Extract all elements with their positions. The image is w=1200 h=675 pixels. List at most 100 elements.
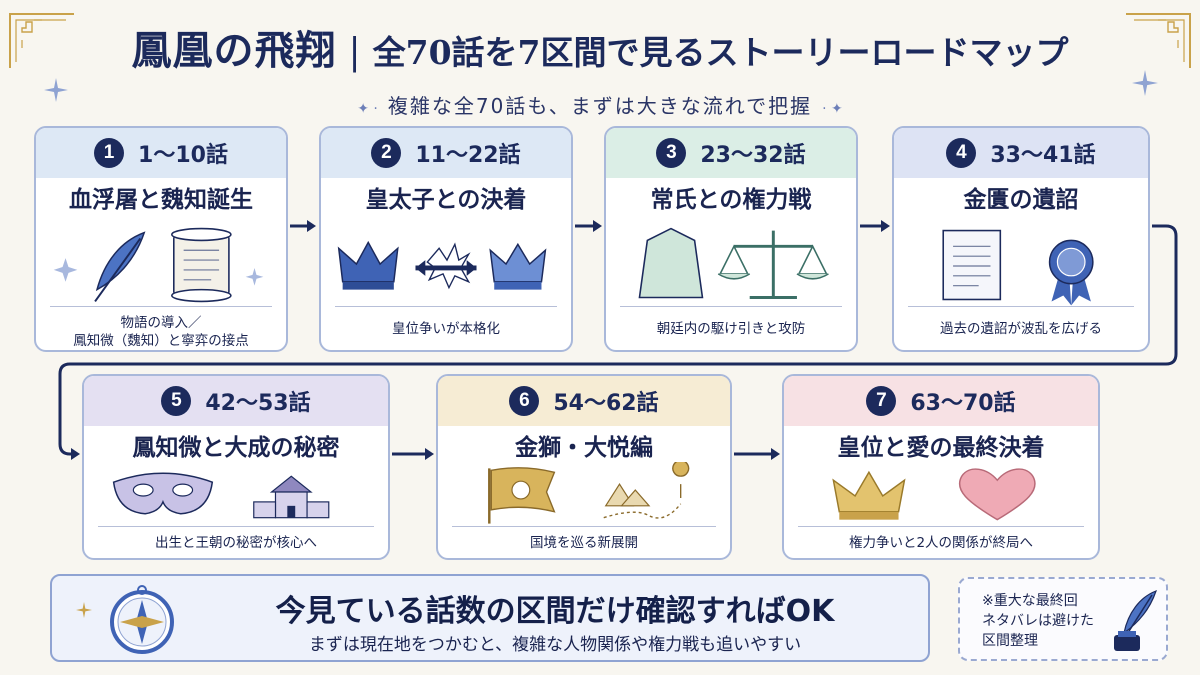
section-icons <box>638 227 829 299</box>
note-text: ※重大な最終回 ネタバレは避けた 区間整理 <box>982 591 1094 651</box>
section-header: 7 63〜70話 <box>784 376 1098 426</box>
section-range: 23〜32話 <box>700 143 806 168</box>
section-description: 朝廷内の駆け引きと攻防 <box>656 321 806 337</box>
crown-icon <box>337 240 399 290</box>
sparkle-icon <box>1132 70 1158 96</box>
section-number: 3 <box>656 138 687 168</box>
section-description: 出生と王朝の秘密が核心へ <box>155 535 317 551</box>
section-icons <box>53 227 264 303</box>
section-description: 過去の遺詔が波乱を広げる <box>940 321 1102 337</box>
section-icons <box>832 468 1036 521</box>
section-description: 皇位争いが本格化 <box>392 321 500 337</box>
section-card-1: 1 1〜10話 血浮屠と魏知誕生 物語の導入／ 鳳知微（魏知）と寧弈の接点 <box>34 126 288 352</box>
spoiler-note: ※重大な最終回 ネタバレは避けた 区間整理 <box>958 577 1168 661</box>
note-line: 区間整理 <box>982 633 1038 649</box>
bottom-banner: 今見ている話数の区間だけ確認すればOK まずは現在地をつかむと、複雑な人物関係や… <box>50 574 930 662</box>
section-range: 33〜41話 <box>990 143 1096 168</box>
heart-icon <box>958 468 1036 521</box>
shogi-piece-icon <box>638 227 704 299</box>
quill-icon <box>94 231 146 303</box>
section-number: 5 <box>161 386 192 416</box>
section-card-5: 5 42〜53話 鳳知微と大成の秘密 出生と王朝の秘密が核心へ <box>82 374 390 560</box>
sparkle-icon: ✦ · <box>357 101 378 117</box>
section-header: 6 54〜62話 <box>438 376 730 426</box>
title-main: 鳳凰の飛翔 <box>131 27 337 74</box>
section-title: 皇位と愛の最終決着 <box>837 435 1045 461</box>
section-range: 63〜70話 <box>910 391 1016 416</box>
section-title: 鳳知微と大成の秘密 <box>132 435 340 461</box>
section-number: 6 <box>509 386 540 416</box>
description-line: 鳳知微（魏知）と寧弈の接点 <box>73 333 249 349</box>
document-icon <box>942 229 1002 301</box>
section-title: 血浮屠と魏知誕生 <box>69 187 253 213</box>
section-number: 4 <box>946 138 977 168</box>
section-card-6: 6 54〜62話 金獅・大悦編 国境を巡る新展開 <box>436 374 732 560</box>
section-header: 2 11〜22話 <box>321 128 571 178</box>
section-card-3: 3 23〜32話 常氏との権力戦 朝廷内の駆け引きと攻防 <box>604 126 858 352</box>
section-card-2: 2 11〜22話 皇太子との決着 皇位争いが本格化 <box>319 126 573 352</box>
sparkle-icon <box>44 78 68 102</box>
sparkle-icon: · ✦ <box>822 101 843 117</box>
title-separator: | <box>348 32 361 73</box>
section-description: 国境を巡る新展開 <box>530 535 638 551</box>
sparkle-icon <box>76 602 92 618</box>
section-number: 1 <box>94 138 125 168</box>
section-icons <box>942 229 1094 306</box>
sparkle-icon <box>245 267 264 286</box>
section-number: 7 <box>866 386 897 416</box>
divider <box>798 526 1084 527</box>
note-line: ネタバレは避けた <box>982 613 1094 629</box>
compass-icon <box>110 585 174 654</box>
section-card-4: 4 33〜41話 金匱の遺詔 過去の遺詔が波乱を広げる <box>892 126 1150 352</box>
section-icons <box>488 462 690 524</box>
section-range: 54〜62話 <box>553 391 659 416</box>
crown-icon <box>832 470 906 520</box>
banner-subtext: まずは現在地をつかむと、複雑な人物関係や権力戦も追いやすい <box>308 635 802 655</box>
scales-icon <box>717 230 829 299</box>
section-card-7: 7 63〜70話 皇位と愛の最終決着 権力争いと2人の関係が終局へ <box>782 374 1100 560</box>
arrow-4-5 <box>58 224 1178 456</box>
section-title: 常氏との権力戦 <box>650 187 812 213</box>
section-header: 1 1〜10話 <box>36 128 286 178</box>
section-title: 金匱の遺詔 <box>963 187 1079 213</box>
divider <box>620 306 842 307</box>
banner-headline: 今見ている話数の区間だけ確認すればOK <box>275 594 835 629</box>
section-description: 権力争いと2人の関係が終局へ <box>848 535 1034 551</box>
divider <box>50 306 272 307</box>
section-header: 5 42〜53話 <box>84 376 388 426</box>
palace-icon <box>253 475 330 519</box>
divider <box>908 306 1134 307</box>
section-icons <box>112 472 330 519</box>
divider <box>335 306 557 307</box>
section-range: 11〜22話 <box>415 143 521 168</box>
subtitle-text: 複雑な全70話も、まずは大きな流れで把握 <box>387 94 813 118</box>
seal-icon <box>1048 239 1094 306</box>
page-subtitle: ✦ · 複雑な全70話も、まずは大きな流れで把握 · ✦ <box>0 90 1200 119</box>
section-range: 42〜53話 <box>205 391 311 416</box>
map-route-icon <box>603 462 690 519</box>
quill-inkpot-icon <box>1114 589 1157 651</box>
section-number: 2 <box>371 138 402 168</box>
scroll-icon <box>171 227 232 303</box>
section-header: 3 23〜32話 <box>606 128 856 178</box>
description-line: 物語の導入／ <box>120 315 202 331</box>
section-icons <box>337 240 547 290</box>
sparkle-icon <box>53 258 78 282</box>
section-title: 金獅・大悦編 <box>515 435 653 461</box>
section-range: 1〜10話 <box>138 143 228 168</box>
title-sub: 全70話を7区間で見るストーリーロードマップ <box>372 33 1069 72</box>
divider <box>452 526 716 527</box>
mask-icon <box>112 472 214 515</box>
clash-icon <box>415 242 477 290</box>
crown-icon <box>489 242 547 290</box>
section-header: 4 33〜41話 <box>894 128 1148 178</box>
section-description: 物語の導入／ 鳳知微（魏知）と寧弈の接点 <box>42 314 280 350</box>
page-title: 鳳凰の飛翔 | 全70話を7区間で見るストーリーロードマップ <box>0 18 1200 76</box>
corner-ornament-icon <box>1126 13 1191 68</box>
note-line: ※重大な最終回 <box>982 593 1078 609</box>
section-title: 皇太子との決着 <box>365 187 527 213</box>
divider <box>98 526 374 527</box>
corner-ornament-icon <box>9 13 74 68</box>
